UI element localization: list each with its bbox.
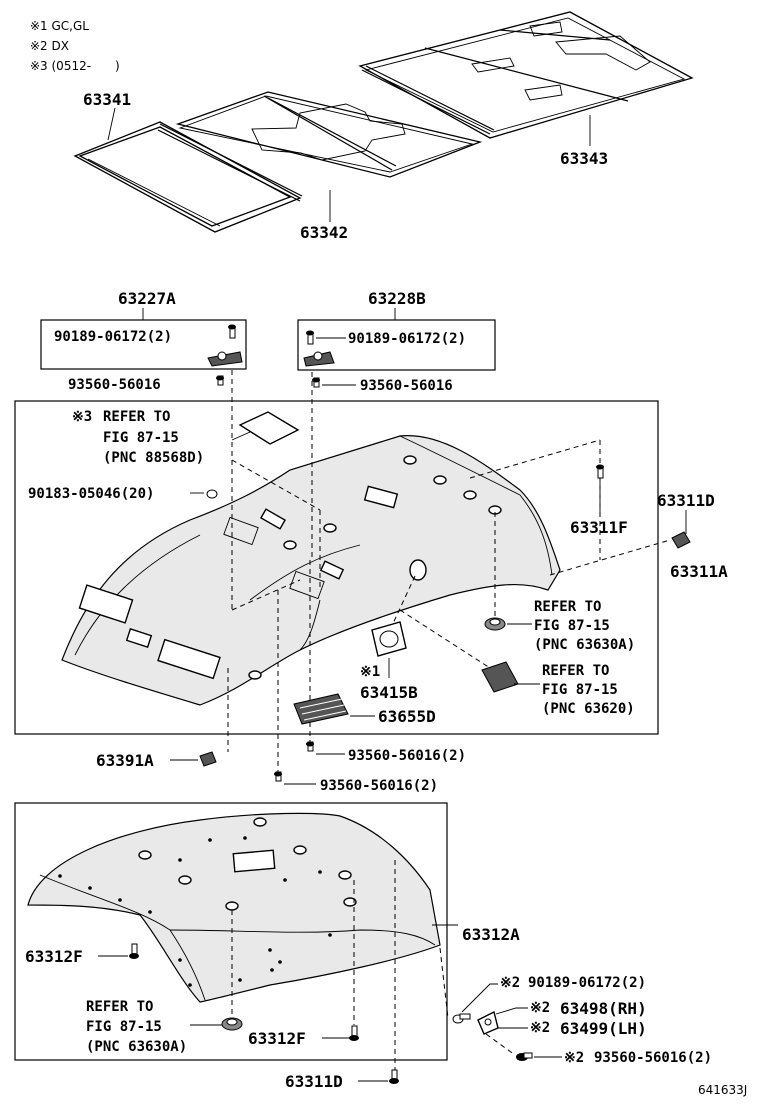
clip-icon[interactable] xyxy=(216,375,224,386)
clip-icon[interactable] xyxy=(516,1052,533,1061)
kit-box-63228B xyxy=(297,319,496,371)
label-bot-bolt: 90189-06172(2) xyxy=(528,975,646,991)
holder-bracket-icon[interactable] xyxy=(207,351,243,367)
label-clip-93560-a: 93560-56016(2) xyxy=(348,748,466,764)
clip-icon[interactable] xyxy=(306,741,314,752)
pad-88568D[interactable] xyxy=(238,411,300,445)
refB-line1: REFER TO xyxy=(542,663,609,679)
bolt-icon[interactable] xyxy=(452,1013,471,1024)
refA-line2: FIG 87-15 xyxy=(534,618,610,634)
refA-line1: REFER TO xyxy=(534,599,601,615)
leader-63341 xyxy=(107,107,116,141)
label-63227A-bolt: 90189-06172(2) xyxy=(54,329,172,345)
label-bot-clip: 93560-56016(2) xyxy=(594,1050,712,1066)
headliner-63312A[interactable] xyxy=(27,812,441,1003)
label-63311D-top: 63311D xyxy=(657,491,715,510)
label-63343: 63343 xyxy=(560,149,608,168)
silencer-pad-63343[interactable] xyxy=(358,11,694,139)
label-clip-93560-b: 93560-56016(2) xyxy=(320,778,438,794)
label-63228B: 63228B xyxy=(368,289,426,308)
kit-box-63227A xyxy=(40,319,247,370)
label-63311D-bottom: 63311D xyxy=(285,1072,343,1091)
refC-line3: (PNC 63630A) xyxy=(86,1039,187,1055)
headliner-63311A[interactable] xyxy=(61,435,561,706)
label-63311A: 63311A xyxy=(670,562,728,581)
bolt-icon[interactable] xyxy=(306,330,314,345)
silencer-pad-63342[interactable] xyxy=(175,91,483,178)
grille-63655D-icon[interactable] xyxy=(293,693,349,725)
label-63342: 63342 xyxy=(300,223,348,242)
label-63227A-clip: 93560-56016 xyxy=(68,377,161,393)
label-63341: 63341 xyxy=(83,90,131,109)
label-63415B: 63415B xyxy=(360,683,418,702)
bot-clip-mark: ※2 xyxy=(564,1050,584,1066)
figure-code: 641633J xyxy=(698,1083,747,1097)
refB-line2: FIG 87-15 xyxy=(542,682,618,698)
p63498-mark: ※2 xyxy=(530,1000,550,1016)
label-63391A: 63391A xyxy=(96,751,154,770)
ref3-line3: (PNC 88568D) xyxy=(103,450,204,466)
clip-63630A-icon[interactable] xyxy=(221,1017,243,1031)
refA-line3: (PNC 63630A) xyxy=(534,637,635,653)
holder-bracket-icon[interactable] xyxy=(303,351,335,367)
label-clip-90183: 90183-05046(20) xyxy=(28,486,154,502)
clip-63312F-icon[interactable] xyxy=(349,1025,359,1041)
silencer-pad-63341[interactable] xyxy=(73,121,303,233)
clip-icon[interactable] xyxy=(274,771,282,782)
bolt-icon[interactable] xyxy=(228,324,236,339)
holder-63498-icon[interactable] xyxy=(477,1010,499,1035)
refC-line1: REFER TO xyxy=(86,999,153,1015)
label-63312F-mid: 63312F xyxy=(248,1029,306,1048)
ref3-mark: ※3 xyxy=(72,409,92,425)
refC-line2: FIG 87-15 xyxy=(86,1019,162,1035)
frame-headliner-63311A xyxy=(14,400,659,735)
label-63312F-left: 63312F xyxy=(25,947,83,966)
label-63311F: 63311F xyxy=(570,518,628,537)
bolt-63311F-icon[interactable] xyxy=(596,464,604,479)
clip-63391A-icon[interactable] xyxy=(199,751,217,767)
label-63228B-clip: 93560-56016 xyxy=(360,378,453,394)
note-3: ※3 (0512- ) xyxy=(30,59,120,73)
clip-icon[interactable] xyxy=(312,377,320,388)
p63499-mark: ※2 xyxy=(530,1020,550,1036)
bot-bolt-mark: ※2 xyxy=(500,975,520,991)
lamp-63415B-icon[interactable] xyxy=(371,621,407,657)
grille-63620-icon[interactable] xyxy=(481,661,519,693)
label-63499: 63499(LH) xyxy=(560,1019,647,1038)
label-63227A: 63227A xyxy=(118,289,176,308)
ref3-line2: FIG 87-15 xyxy=(103,430,179,446)
clip-icon[interactable] xyxy=(206,489,218,499)
label-63498: 63498(RH) xyxy=(560,999,647,1018)
clip-63311D-icon[interactable] xyxy=(389,1069,399,1084)
ref3-line1: REFER TO xyxy=(103,409,170,425)
label-63312A: 63312A xyxy=(462,925,520,944)
label-63228B-bolt: 90189-06172(2) xyxy=(348,331,466,347)
refB-line3: (PNC 63620) xyxy=(542,701,635,717)
label-63655D: 63655D xyxy=(378,707,436,726)
clip-63312F-icon[interactable] xyxy=(129,943,139,959)
clip-63630A-icon[interactable] xyxy=(484,617,506,631)
note-2: ※2 DX xyxy=(30,39,69,53)
clip-63311D-icon[interactable] xyxy=(671,531,691,549)
frame-headliner-63312A xyxy=(14,802,448,1061)
label-63415B-mark: ※1 xyxy=(360,664,380,680)
note-1: ※1 GC,GL xyxy=(30,19,89,33)
